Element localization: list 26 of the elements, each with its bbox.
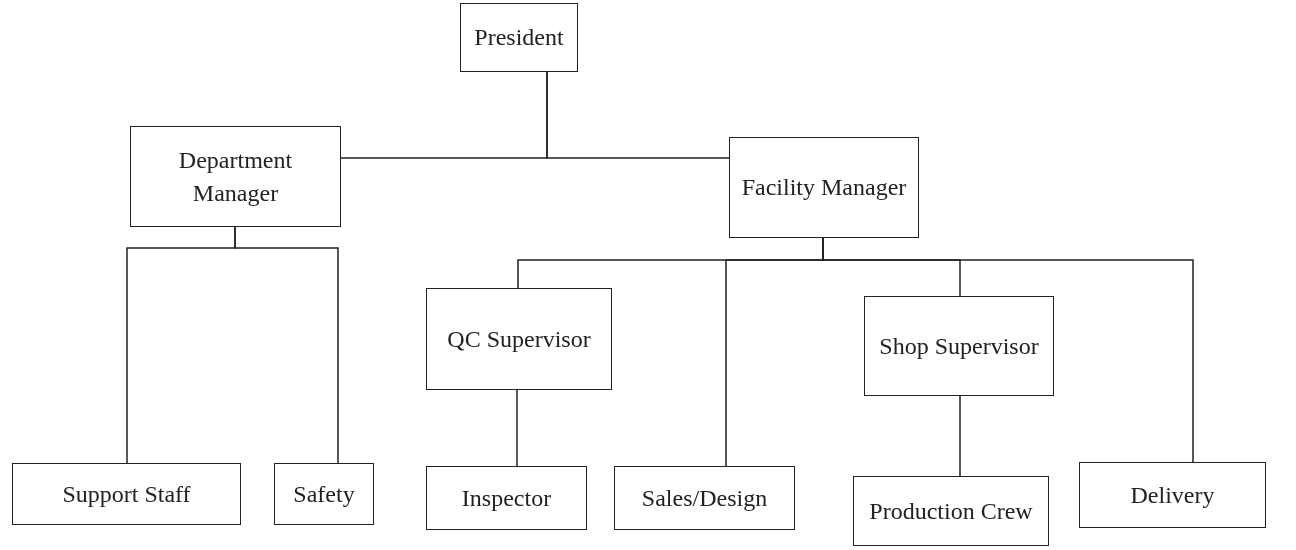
box-label: Sales/Design (641, 483, 768, 513)
connector-line (959, 395, 961, 477)
box-label: Facility Manager (741, 173, 907, 203)
connector-line (516, 389, 518, 467)
org-box (1079, 462, 1266, 528)
org-box (460, 3, 578, 72)
box-label: Inspector (461, 483, 552, 513)
org-box (426, 288, 612, 390)
connector-line (546, 71, 730, 159)
org-box (274, 463, 374, 525)
connector-line (234, 226, 339, 464)
box-label: Production Crew (869, 496, 1033, 526)
box-label: Shop Supervisor (879, 331, 1039, 361)
box-label: President (474, 23, 564, 53)
box-label: Department Manager (177, 146, 294, 208)
box-label: Delivery (1130, 480, 1215, 510)
org-box (426, 466, 587, 530)
box-label: QC Supervisor (447, 324, 591, 354)
org-box (130, 126, 341, 227)
org-box (614, 466, 795, 530)
box-label: Safety (293, 479, 355, 509)
org-box (864, 296, 1054, 396)
org-box (12, 463, 241, 525)
box-label: Support Staff (62, 479, 191, 509)
org-box (853, 476, 1049, 546)
org-box (729, 137, 919, 238)
